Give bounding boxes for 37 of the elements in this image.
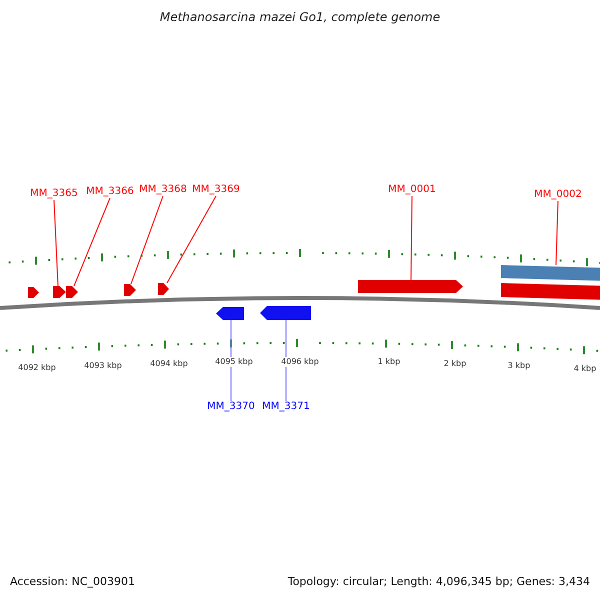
gene-feature [53,286,66,298]
gene-feature [124,284,136,296]
gene-label: MM_0001 [388,184,436,196]
gene-feature [216,307,244,320]
title: Methanosarcina mazei Go1, complete genome [158,10,442,24]
leader-line [230,320,232,402]
leader-line [54,200,58,286]
scale-label: 3 kbp [508,361,530,371]
gene-label: MM_3371 [262,401,310,413]
scale-label: 4096 kbp [281,357,319,367]
scale-label: 1 kbp [378,357,400,367]
leader-line [74,198,110,286]
scale-label: 4092 kbp [18,363,56,373]
scale-label: 4095 kbp [215,357,253,367]
leader-line [556,200,558,266]
gene-bar [501,265,600,281]
gene-feature [158,283,169,295]
gene-feature [260,306,311,320]
gene-label: MM_3368 [139,184,187,196]
scale-label: 4094 kbp [150,359,188,369]
gene-feature [66,286,78,298]
gene-label: MM_3366 [86,186,134,198]
genome-summary: Topology: circular; Length: 4,096,345 bp; Genes: 3,434 [288,575,590,589]
gene-bar [501,283,600,300]
gene-feature [358,280,463,293]
leader-line [130,196,164,284]
gene-label: MM_0002 [534,189,582,201]
gene-label: MM_3369 [192,184,240,196]
gene-feature [28,287,39,298]
leader-line [410,196,412,280]
scale-label: 2 kbp [444,359,466,369]
scale-label: 4093 kbp [84,361,122,371]
gene-label: MM_3365 [30,188,78,200]
gene-label: MM_3370 [207,401,255,413]
accession-text: Accession: NC_003901 [10,575,136,589]
scale-label: 4 kbp [574,364,596,374]
leader-line [166,196,216,284]
